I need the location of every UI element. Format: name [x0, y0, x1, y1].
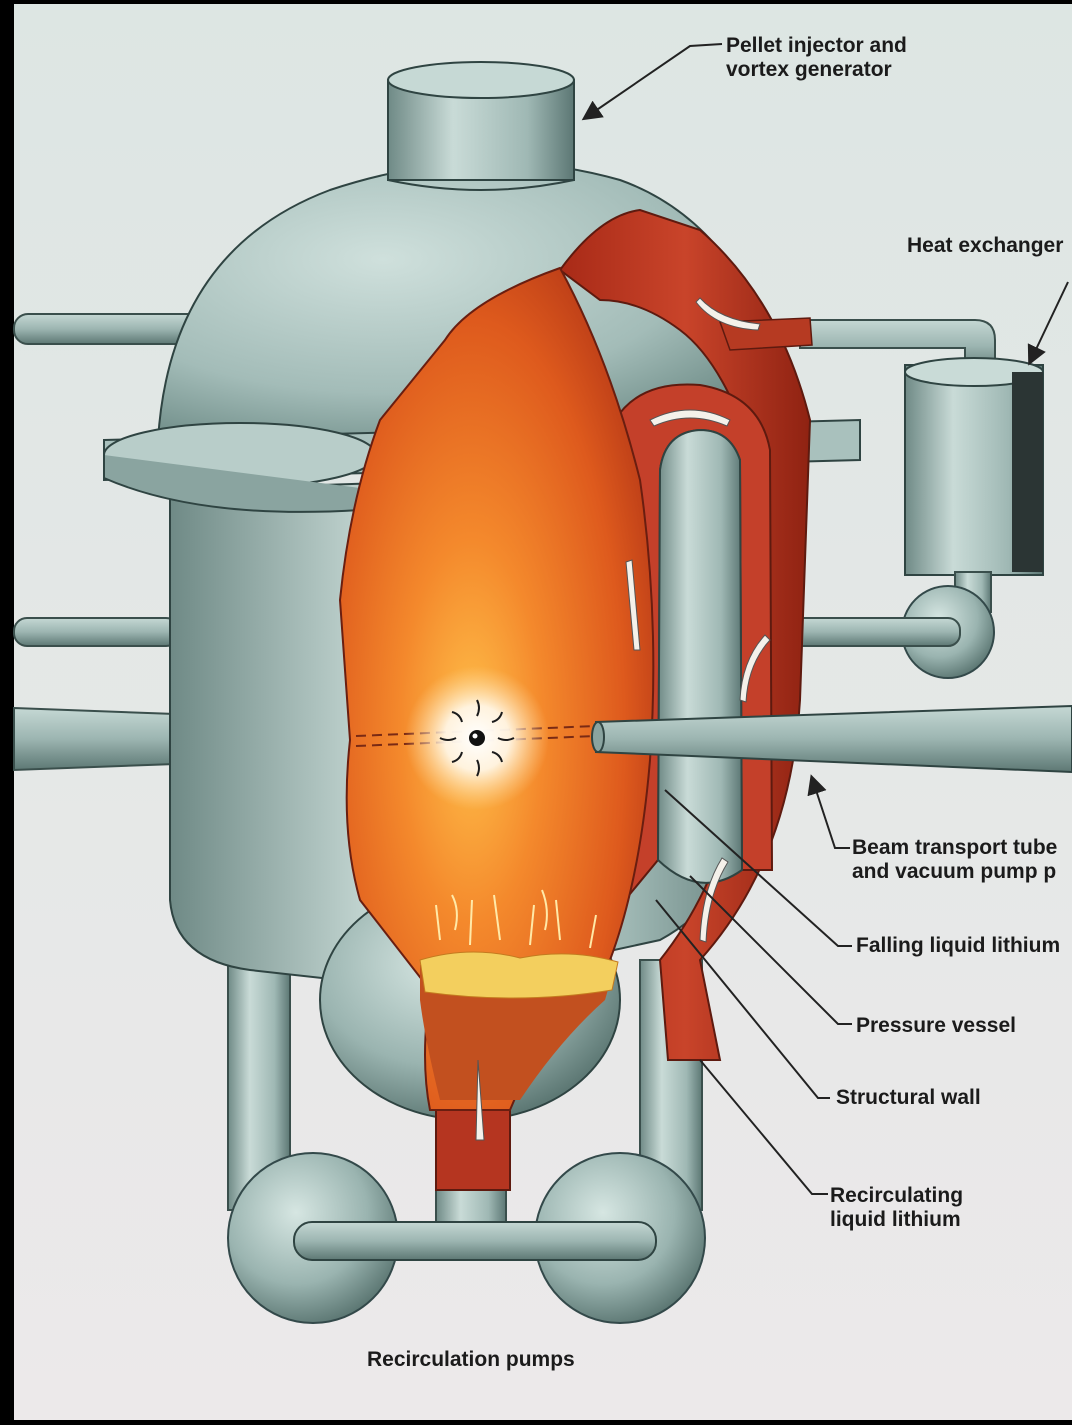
label-recirculating-lithium-line-2: liquid lithium [830, 1208, 963, 1232]
label-recirculation-pumps: Recirculation pumps [367, 1348, 575, 1372]
label-falling-lithium: Falling liquid lithium [856, 934, 1060, 958]
label-pellet-injector: Pellet injector and vortex generator [726, 34, 907, 82]
label-beam-transport: Beam transport tube and vacuum pump p [852, 836, 1057, 884]
label-pressure-vessel: Pressure vessel [856, 1014, 1016, 1038]
label-beam-transport-line-1: Beam transport tube [852, 836, 1057, 860]
label-recirculating-lithium: Recirculating liquid lithium [830, 1184, 963, 1232]
label-recirculating-lithium-line-1: Recirculating [830, 1184, 963, 1208]
label-heat-exchanger: Heat exchanger [907, 234, 1063, 258]
label-pellet-injector-line-1: Pellet injector and [726, 34, 907, 58]
label-beam-transport-line-2: and vacuum pump p [852, 860, 1057, 884]
label-pellet-injector-line-2: vortex generator [726, 58, 907, 82]
label-structural-wall: Structural wall [836, 1086, 981, 1110]
